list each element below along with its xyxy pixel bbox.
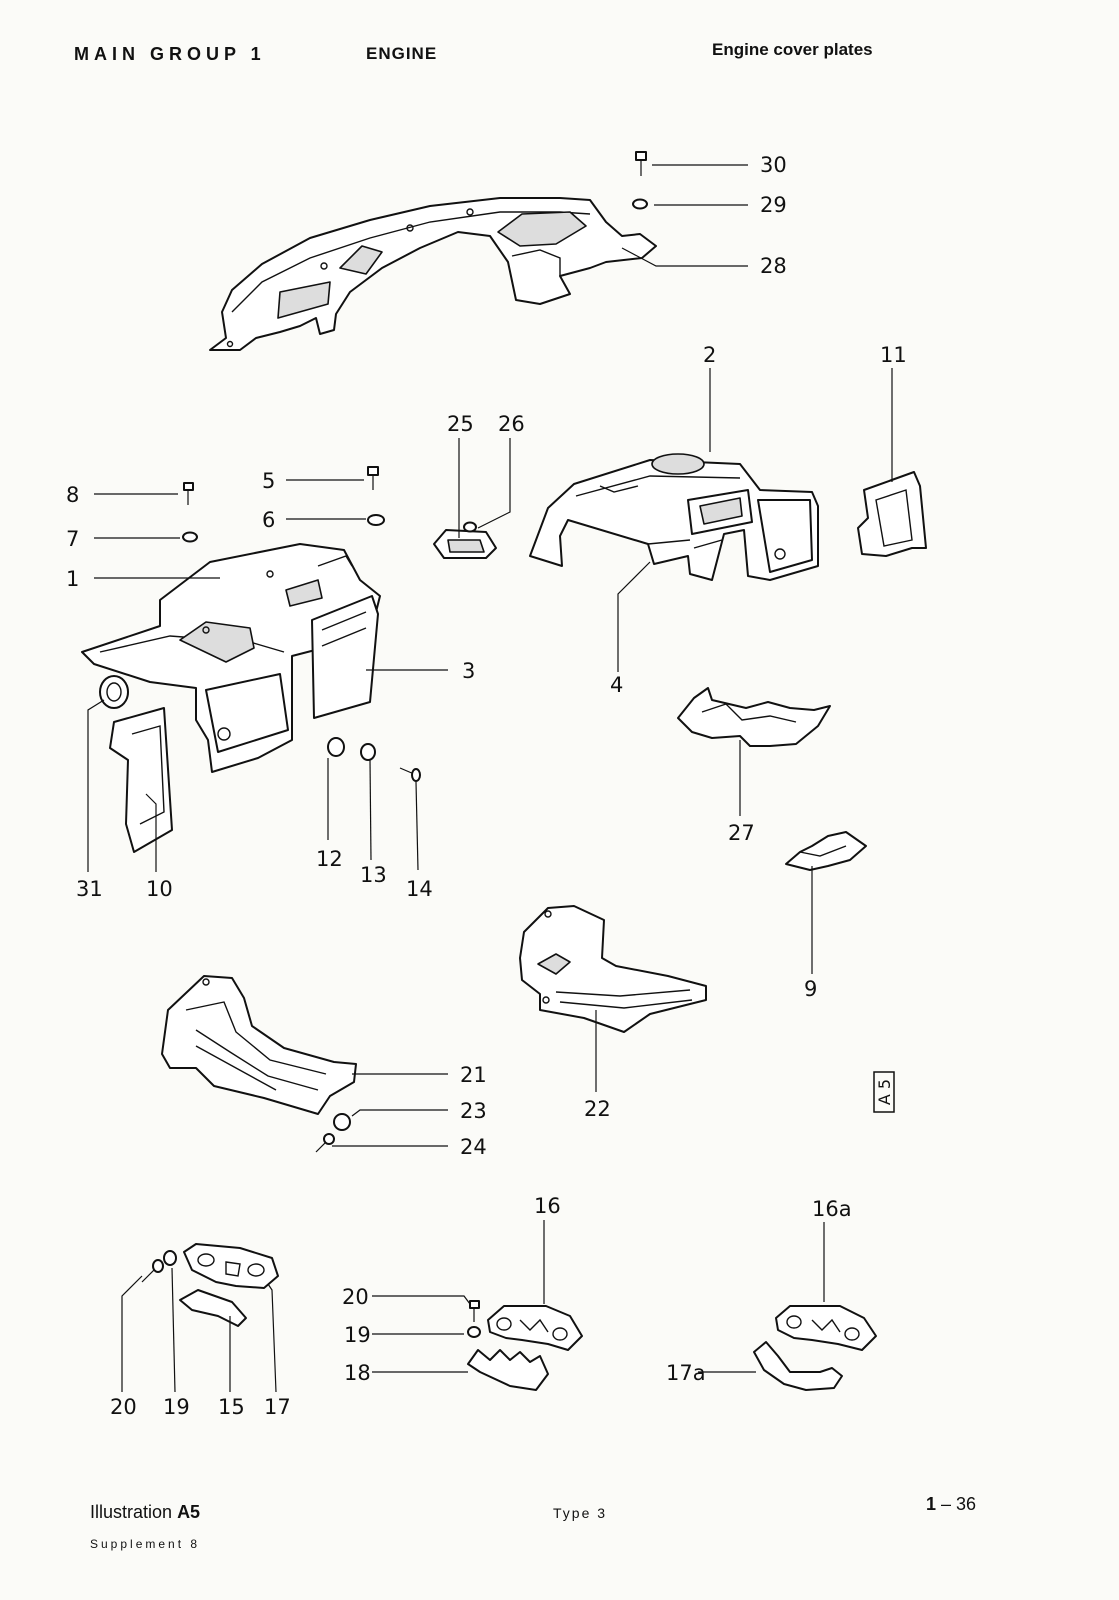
page-number: 1 – 36 xyxy=(926,1494,976,1515)
clip-25 xyxy=(433,529,497,559)
illustration-code: A5 xyxy=(177,1502,201,1522)
callout-12: 12 xyxy=(316,847,343,871)
washer-19b-icon xyxy=(467,1326,481,1338)
callout-17: 17 xyxy=(264,1395,291,1419)
stamp-label: A 5 xyxy=(875,1079,894,1105)
shield-18 xyxy=(467,1349,549,1391)
callout-2: 2 xyxy=(703,343,716,367)
bolt-24-icon xyxy=(315,1133,335,1153)
cover-27 xyxy=(677,687,831,747)
washer-13-icon xyxy=(360,743,376,761)
callout-9: 9 xyxy=(804,977,817,1001)
type-label: Type 3 xyxy=(553,1505,608,1521)
callout-3: 3 xyxy=(462,659,475,683)
callout-14: 14 xyxy=(406,877,433,901)
main-group-heading: MAIN GROUP 1 xyxy=(74,44,266,64)
bracket-10 xyxy=(109,707,173,853)
section-title: Engine cover plates xyxy=(712,40,873,59)
cover-plate-28 xyxy=(209,197,657,351)
callout-30: 30 xyxy=(760,153,787,177)
plate-11 xyxy=(857,471,927,557)
supplement-label: Supplement 8 xyxy=(90,1537,201,1551)
callout-25: 25 xyxy=(447,412,474,436)
callout-27: 27 xyxy=(728,821,755,845)
callout-16: 16 xyxy=(534,1194,561,1218)
callout-26: 26 xyxy=(498,412,525,436)
bolt-20b-icon xyxy=(469,1300,480,1322)
callout-18: 18 xyxy=(344,1361,371,1385)
callout-1: 1 xyxy=(66,567,79,591)
bolt-5-icon xyxy=(367,466,379,490)
callout-29: 29 xyxy=(760,193,787,217)
cover-plate-2 xyxy=(529,453,819,581)
bracket-17a xyxy=(753,1341,843,1391)
callout-22: 22 xyxy=(584,1097,611,1121)
engine-heading: ENGINE xyxy=(366,44,438,63)
callout-numbers: 30 29 28 2 11 25 26 8 5 6 7 1 3 4 27 12 … xyxy=(66,153,907,1419)
callout-7: 7 xyxy=(66,527,79,551)
bolt-30-icon xyxy=(635,151,647,176)
shield-15 xyxy=(179,1289,247,1327)
callout-8: 8 xyxy=(66,483,79,507)
clip-9 xyxy=(785,831,867,871)
callout-24: 24 xyxy=(460,1135,487,1159)
bolt-20-icon xyxy=(141,1259,164,1283)
leader-lines xyxy=(87,164,893,1393)
callout-20-middle: 20 xyxy=(342,1285,369,1309)
gasket-17 xyxy=(183,1243,279,1289)
callout-21: 21 xyxy=(460,1063,487,1087)
callout-17a: 17a xyxy=(666,1361,706,1385)
washer-7-icon xyxy=(182,531,198,543)
callout-4: 4 xyxy=(610,673,623,697)
nut-12-icon xyxy=(327,737,345,757)
nut-26-icon xyxy=(463,521,477,533)
callout-19-left: 19 xyxy=(163,1395,190,1419)
page-prefix: 1 xyxy=(926,1494,937,1514)
callout-6: 6 xyxy=(262,508,275,532)
bolt-14-icon xyxy=(399,767,421,782)
grommet-31-icon xyxy=(99,675,129,709)
illustration-label: Illustration xyxy=(90,1502,173,1522)
flange-16 xyxy=(487,1305,583,1351)
cover-plate-21 xyxy=(161,975,357,1115)
washer-6-icon xyxy=(367,514,385,526)
illustration-stamp: A 5 xyxy=(873,1071,895,1113)
callout-13: 13 xyxy=(360,863,387,887)
cover-plate-1 xyxy=(81,543,381,773)
callout-28: 28 xyxy=(760,254,787,278)
callout-19-middle: 19 xyxy=(344,1323,371,1347)
callout-10: 10 xyxy=(146,877,173,901)
cover-plate-22 xyxy=(519,905,707,1033)
washer-19-icon xyxy=(163,1250,177,1266)
flange-16a xyxy=(775,1305,877,1351)
callout-5: 5 xyxy=(262,469,275,493)
washer-23-icon xyxy=(333,1113,351,1131)
callout-31: 31 xyxy=(76,877,103,901)
callout-23: 23 xyxy=(460,1099,487,1123)
page-suffix: – 36 xyxy=(936,1494,977,1514)
illustration-footer: Illustration A5 xyxy=(90,1502,200,1523)
callout-16a: 16a xyxy=(812,1197,852,1221)
callout-20-left: 20 xyxy=(110,1395,137,1419)
bolt-8-icon xyxy=(183,482,194,505)
callout-15: 15 xyxy=(218,1395,245,1419)
washer-29-icon xyxy=(632,198,648,210)
callout-11: 11 xyxy=(880,343,907,367)
